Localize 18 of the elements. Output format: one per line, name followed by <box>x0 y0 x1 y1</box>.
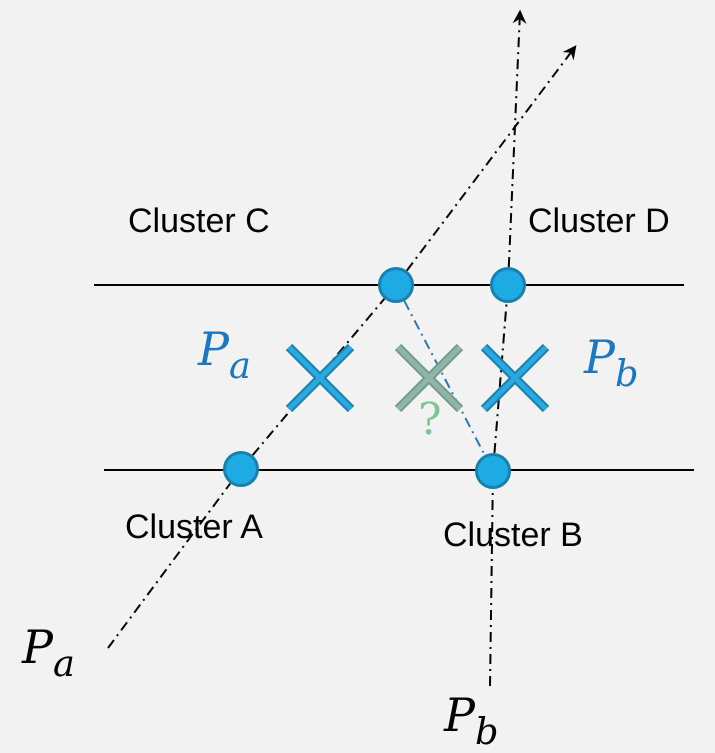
cluster-circle <box>223 451 259 487</box>
question-mark: ? <box>418 398 442 442</box>
trajectory-line <box>493 302 508 454</box>
particle-label: P$_{a}$ <box>198 326 251 385</box>
cluster-label: Cluster D <box>528 204 670 238</box>
trajectory-label: P$_{a}$ <box>22 620 75 674</box>
cluster-circle <box>475 453 511 489</box>
trajectory-line <box>403 300 486 456</box>
trajectory-label: P$_{b}$ <box>444 688 499 742</box>
trajectory-line <box>107 482 232 649</box>
particle-label: P$_{b}$ <box>584 334 639 393</box>
cluster-label: Cluster B <box>443 518 583 552</box>
trajectory-arrow <box>508 10 526 268</box>
cluster-label: Cluster A <box>125 510 263 544</box>
trajectory-arrow <box>406 45 576 272</box>
cluster-label: Cluster C <box>128 204 270 238</box>
cluster-circle <box>490 267 526 303</box>
cluster-circle <box>378 267 414 303</box>
